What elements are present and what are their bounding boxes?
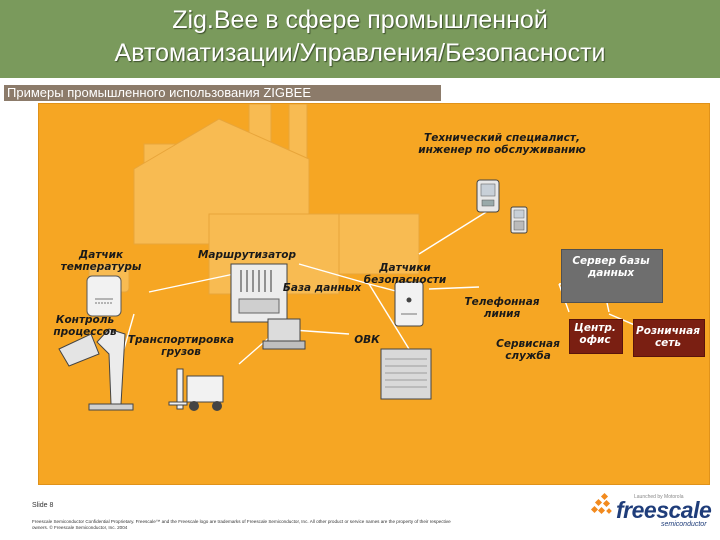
- brand-subtitle: semiconductor: [661, 521, 707, 528]
- forklift-icon: [168, 368, 224, 411]
- router-icon: [230, 263, 288, 323]
- laptop-icon: [262, 318, 306, 350]
- title-line-2: Автоматизации/Управления/Безопасности: [114, 39, 606, 67]
- central-office-box: [569, 319, 623, 354]
- db-server-box: [561, 249, 663, 303]
- hvac-unit-icon: [380, 348, 432, 400]
- label-phone-line: Телефонная линия: [464, 296, 540, 320]
- label-process-control: Контроль процессов: [53, 314, 117, 338]
- freescale-logo-icon: [590, 492, 612, 515]
- diagram-panel: Технический специалист, инженер по обслу…: [38, 103, 710, 485]
- label-router: Маршрутизатор: [197, 249, 296, 261]
- robot-arm-icon: [58, 328, 134, 411]
- handheld-icon: [510, 206, 528, 234]
- diagram-svg: [58, 104, 645, 411]
- brand-name: freescale: [616, 497, 712, 523]
- legal-notice: Freescale Semiconductor Confidential Pro…: [32, 519, 451, 530]
- slide-number: Slide 8: [32, 502, 54, 509]
- label-temperature-sensor: Датчик температуры: [60, 249, 142, 273]
- label-hvac: ОВК: [354, 334, 380, 346]
- label-technician: Технический специалист, инженер по обслу…: [418, 132, 586, 156]
- label-central-office: Центр. офис: [574, 322, 616, 346]
- label-retail: Розничная сеть: [636, 325, 700, 349]
- security-sensor-icon: [394, 281, 424, 327]
- title-line-1: Zig.Bee в сфере промышленной: [172, 6, 548, 34]
- subtitle-bar: [4, 85, 441, 101]
- launch-note: Launched by Motorola: [634, 494, 684, 500]
- thermometer-sensor-icon: [86, 275, 122, 317]
- label-db-server: Сервер базы данных: [572, 255, 650, 279]
- label-security-sensors: Датчики безопасности: [363, 262, 447, 286]
- retail-box: [633, 319, 705, 357]
- subtitle: Примеры промышленного использования ZIGB…: [7, 85, 312, 100]
- label-service: Сервисная служба: [496, 338, 560, 362]
- pda-icon: [476, 179, 500, 213]
- label-database: База данных: [282, 282, 362, 294]
- label-transport: Транспортировка грузов: [127, 334, 235, 358]
- page-title: Zig.Bee в сфере промышленной Автоматизац…: [0, 4, 720, 70]
- header-bar: Zig.Bee в сфере промышленной Автоматизац…: [0, 0, 720, 78]
